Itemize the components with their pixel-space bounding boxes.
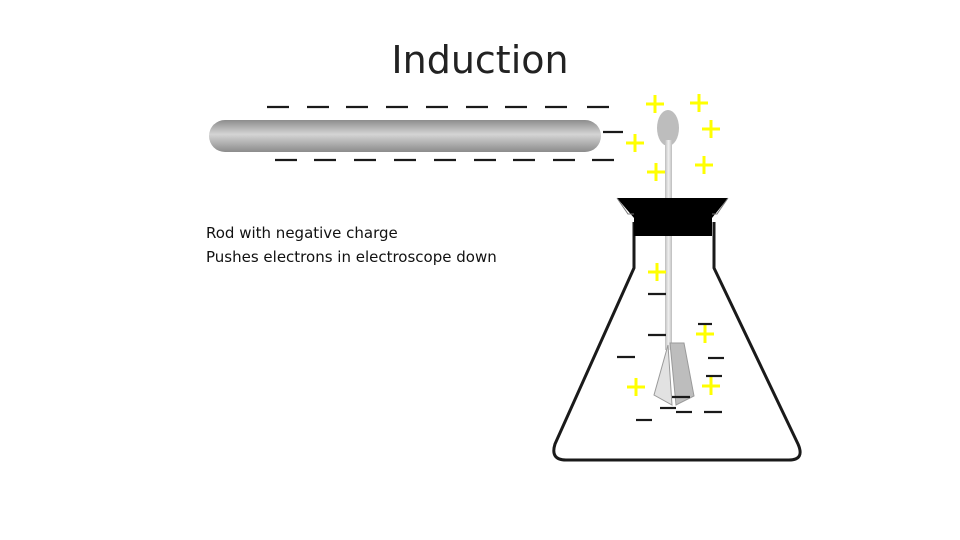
flask-negative-charges [617, 292, 724, 422]
flask-positive-charges [627, 263, 720, 396]
positive-charge-icon [648, 263, 666, 281]
positive-charge-icon [646, 95, 664, 113]
positive-charge-icon [702, 377, 720, 395]
positive-charge-icon [702, 120, 720, 138]
knob-positive-charges [626, 94, 720, 181]
positive-charge-icon [627, 378, 645, 396]
slide-title: Induction [391, 38, 569, 82]
positive-charge-icon [696, 325, 714, 343]
caption-line-1: Rod with negative charge [206, 224, 398, 242]
positive-charge-icon [626, 134, 644, 152]
positive-charge-icon [647, 163, 665, 181]
electroscope-leaf-left [653, 344, 673, 406]
stopper-rim-right [712, 197, 729, 215]
charged-rod [209, 120, 601, 152]
flask-outline [552, 222, 802, 462]
electroscope-leaf-right [669, 342, 695, 406]
electroscope-stem [665, 140, 672, 350]
stopper-rim-left [616, 197, 634, 215]
positive-charge-icon [690, 94, 708, 112]
flask-stopper [617, 198, 728, 236]
caption-line-2: Pushes electrons in electroscope down [206, 248, 497, 266]
caption: Rod with negative charge Pushes electron… [206, 221, 497, 269]
electroscope-knob [657, 110, 679, 146]
positive-charge-icon [695, 156, 713, 174]
